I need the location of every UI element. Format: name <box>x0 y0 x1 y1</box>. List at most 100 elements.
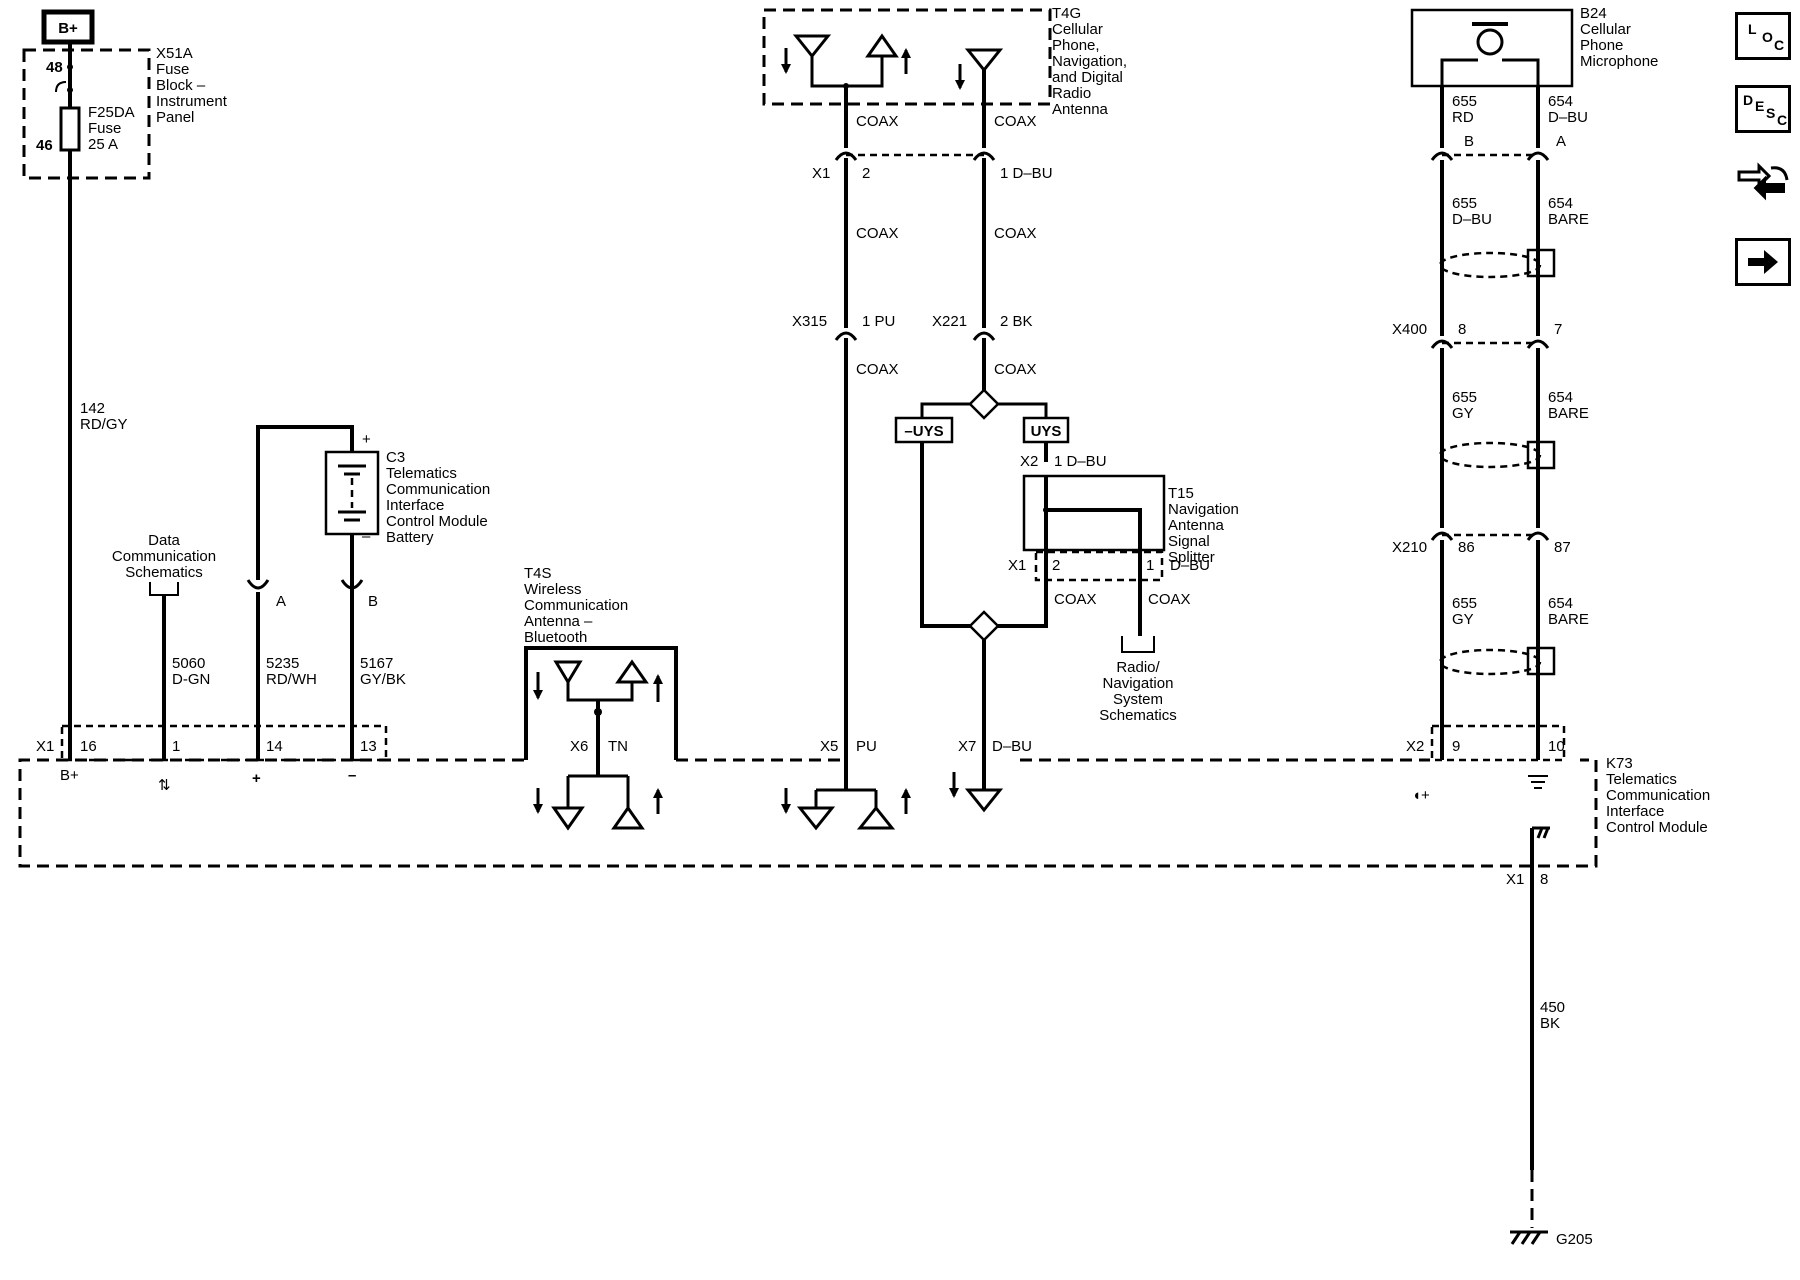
t15-desc-1: Antenna <box>1168 517 1225 534</box>
t4g-desc-2: Navigation, <box>1052 53 1127 70</box>
wire-142-color: RD/GY <box>80 416 128 433</box>
fuse-pin-46: 46 <box>36 137 53 154</box>
x2-right-pin: 10 <box>1548 738 1565 755</box>
connector-button[interactable] <box>1735 158 1791 206</box>
c3-desc-1: Communication <box>386 481 490 498</box>
x2-label: X2 <box>1406 738 1424 755</box>
t15-x1: X1 <box>1008 557 1026 574</box>
x1-pin-1: 1 <box>172 738 180 755</box>
desc-button[interactable]: D E S C <box>1735 85 1791 133</box>
fuse-name: F25DA <box>88 104 135 121</box>
battery-label: B+ <box>58 20 78 37</box>
b24-name: B24 <box>1580 5 1607 22</box>
neg-uys-label: –UYS <box>904 423 943 440</box>
x1-conn-label: X1 <box>36 738 54 755</box>
x7-conn: X7 <box>958 738 976 755</box>
mic-pin-a: A <box>1556 133 1566 150</box>
x210-right-pin: 87 <box>1554 539 1571 556</box>
next-button[interactable] <box>1735 238 1791 286</box>
mic-right-2-num: 654 <box>1548 195 1573 212</box>
wire-5060-color: D-GN <box>172 671 210 688</box>
b24-box <box>1410 8 1574 88</box>
fuse-block-desc-2: Instrument <box>156 93 228 110</box>
right-coax-x221: X221 <box>932 313 967 330</box>
t15-name: T15 <box>1168 485 1194 502</box>
mic-left-3-num: 655 <box>1452 389 1477 406</box>
t15-desc-3: Splitter <box>1168 549 1215 566</box>
b24-desc-0: Cellular <box>1580 21 1631 38</box>
mic-wire-right <box>1526 86 1550 760</box>
g205-label: G205 <box>1556 1231 1593 1248</box>
t4s-desc-3: Bluetooth <box>524 629 587 646</box>
c3-desc-2: Interface <box>386 497 444 514</box>
coax-label-3: COAX <box>856 225 899 242</box>
neg-uys-box <box>894 416 954 444</box>
mic-left-3-color: GY <box>1452 405 1474 422</box>
t4s-desc-1: Communication <box>524 597 628 614</box>
wire-5060-number: 5060 <box>172 655 205 672</box>
t4g-outline <box>762 8 1052 106</box>
uys-selector-bottom <box>968 610 1000 642</box>
x1-connector <box>60 724 388 762</box>
wire-5235-5167 <box>256 534 354 760</box>
x7-color: D–BU <box>992 738 1032 755</box>
mic-left-2-color: D–BU <box>1452 211 1492 228</box>
x2-left-pin: 9 <box>1452 738 1460 755</box>
fuse-block-name: X51A <box>156 45 193 62</box>
desc-letter-c: C <box>1777 112 1788 128</box>
t4g-desc-3: and Digital <box>1052 69 1123 86</box>
x5-conn: X5 <box>820 738 838 755</box>
left-coax-x1: X1 <box>812 165 830 182</box>
fuse-desc-0: Fuse <box>88 120 121 137</box>
g205-ground-icon <box>1510 1230 1548 1245</box>
k73-bplus-pin: B+ <box>60 767 79 784</box>
wire-5235-number: 5235 <box>266 655 299 672</box>
t15-desc-2: Signal <box>1168 533 1210 550</box>
arrow-right-icon <box>1748 250 1778 274</box>
uys-label: UYS <box>1031 423 1062 440</box>
coax-label-2: COAX <box>994 113 1037 130</box>
data-comm-2: Schematics <box>125 564 203 581</box>
wire-5235-loop <box>256 425 354 580</box>
coax-label-4: COAX <box>994 225 1037 242</box>
k73-outline <box>18 758 1598 868</box>
x400-right-pin: 7 <box>1554 321 1562 338</box>
t4s-outline <box>524 646 678 760</box>
x210-left-pin: 86 <box>1458 539 1475 556</box>
right-coax-x1-pin: 1 D–BU <box>1000 165 1053 182</box>
k73-desc-1: Communication <box>1606 787 1710 804</box>
desc-letter-d: D <box>1743 92 1754 108</box>
mic-left-top-num: 655 <box>1452 93 1477 110</box>
wire-142-number: 142 <box>80 400 105 417</box>
x2-connector <box>1430 724 1566 762</box>
coax-label-7: COAX <box>1054 591 1097 608</box>
loc-letter-l: L <box>1748 21 1757 37</box>
c3-pin-a: A <box>276 593 286 610</box>
t4g-desc-4: Radio <box>1052 85 1091 102</box>
desc-letter-s: S <box>1766 105 1776 121</box>
fuse-desc-1: 25 A <box>88 136 118 153</box>
uys-box <box>1022 416 1070 444</box>
loc-button[interactable]: L O C <box>1735 12 1791 60</box>
b24-desc-2: Microphone <box>1580 53 1658 70</box>
k73-desc-3: Control Module <box>1606 819 1708 836</box>
right-coax-x221-pin: 2 BK <box>1000 313 1033 330</box>
data-comm-0: Data <box>148 532 180 549</box>
t4g-antenna-icon <box>792 33 899 59</box>
mic-input-icon: ◖+ <box>1412 787 1430 804</box>
left-coax-x1-pin: 2 <box>862 165 870 182</box>
t4s-conn: X6 <box>570 738 588 755</box>
radio-nav-3: Schematics <box>1099 707 1177 724</box>
radio-nav-1: Navigation <box>1103 675 1174 692</box>
t15-desc-0: Navigation <box>1168 501 1239 518</box>
fuse-pin-48: 48 <box>46 59 63 76</box>
fuse-block-outline <box>22 48 151 180</box>
k73-nav-antenna-icon <box>964 788 1004 813</box>
c3-plus: + <box>362 431 371 448</box>
fuse-block-desc-3: Panel <box>156 109 194 126</box>
k73-x1: X1 <box>1506 871 1524 888</box>
x400-left-pin: 8 <box>1458 321 1466 338</box>
x5-color: PU <box>856 738 877 755</box>
loc-letter-c: C <box>1774 37 1785 53</box>
